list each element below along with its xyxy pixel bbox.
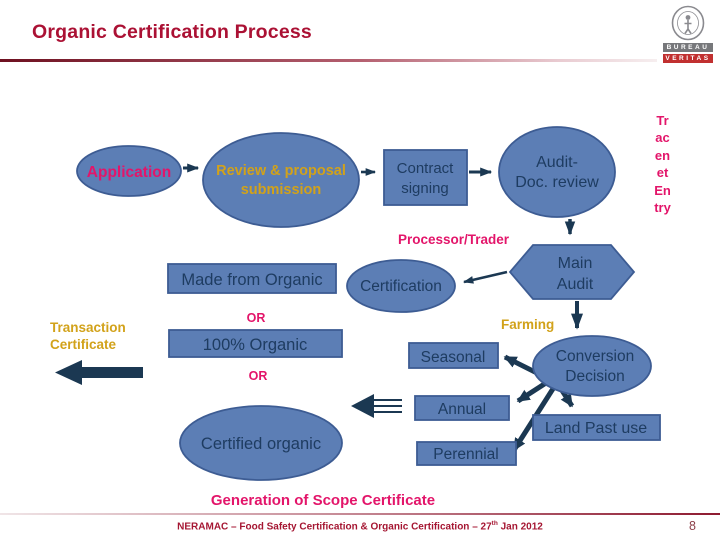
seasonal-rect (408, 342, 499, 369)
logo-seal-icon (671, 5, 705, 41)
footer-text-main: NERAMAC – Food Safety Certification & Or… (177, 521, 492, 533)
or-lower-label: OR (249, 369, 268, 383)
certification-ellipse (346, 259, 456, 313)
contract-label-line1: Contract (397, 160, 455, 177)
page-number: 8 (689, 519, 696, 533)
page-title: Organic Certification Process (32, 21, 312, 43)
perennial-rect (416, 441, 517, 466)
conversion-ellipse (532, 335, 652, 397)
annual-rect (414, 395, 510, 421)
made-from-organic-label: Made from Organic (181, 271, 322, 289)
application-label: Application (87, 164, 171, 181)
arrow-transaction-certificate (55, 360, 143, 385)
logo-bureau-label: BUREAU (663, 43, 713, 52)
footer-text-end: Jan 2012 (497, 521, 543, 533)
title-divider (0, 59, 657, 62)
land-past-use-label: Land Past use (545, 420, 647, 437)
certification-label: Certification (360, 278, 442, 295)
review-label-line2: submission (241, 182, 322, 198)
transaction-certificate-label-line2: Certificate (50, 337, 117, 352)
main-audit-label-line2: Audit (557, 276, 594, 293)
footer-divider (0, 513, 720, 515)
generation-scope-certificate-label: Generation of Scope Certificate (211, 492, 435, 509)
arrow-to-certified-organic (351, 394, 402, 418)
contract-rect (383, 149, 468, 206)
main-audit-hexagon (508, 244, 636, 300)
perennial-label: Perennial (433, 446, 499, 463)
audit-label-line1: Audit- (536, 154, 578, 171)
bureau-veritas-logo: BUREAU VERITAS (663, 5, 713, 63)
or-upper-label: OR (247, 311, 266, 325)
footer-ordinal: th (491, 520, 498, 527)
transaction-certificate-label-line1: Transaction (50, 320, 126, 335)
conversion-label-line1: Conversion (556, 348, 634, 365)
contract-label-line2: signing (401, 180, 449, 197)
audit-label-line2: Doc. review (515, 174, 599, 191)
certified-organic-label: Certified organic (201, 435, 321, 453)
review-label-line1: Review & proposal (216, 163, 346, 179)
review-ellipse (202, 132, 360, 228)
conversion-label-line2: Decision (565, 368, 624, 385)
organic-100-label: 100% Organic (203, 336, 308, 354)
processor-trader-label: Processor/Trader (398, 232, 510, 247)
land-past-use-rect (532, 414, 661, 441)
made-from-organic-rect (167, 263, 337, 294)
application-ellipse (76, 145, 182, 197)
audit-ellipse (498, 126, 616, 218)
certified-organic-ellipse (179, 405, 343, 481)
annual-label: Annual (438, 401, 486, 418)
arrow-main-audit-to-certification (462, 270, 508, 284)
footer-text: NERAMAC – Food Safety Certification & Or… (0, 520, 720, 532)
logo-veritas-label: VERITAS (663, 53, 713, 63)
organic-100-rect (168, 329, 343, 358)
farming-label: Farming (501, 317, 554, 332)
seasonal-label: Seasonal (421, 349, 486, 366)
tracenet-entry-label: TracenetEntry (654, 113, 671, 216)
main-audit-label-line1: Main (558, 255, 593, 272)
